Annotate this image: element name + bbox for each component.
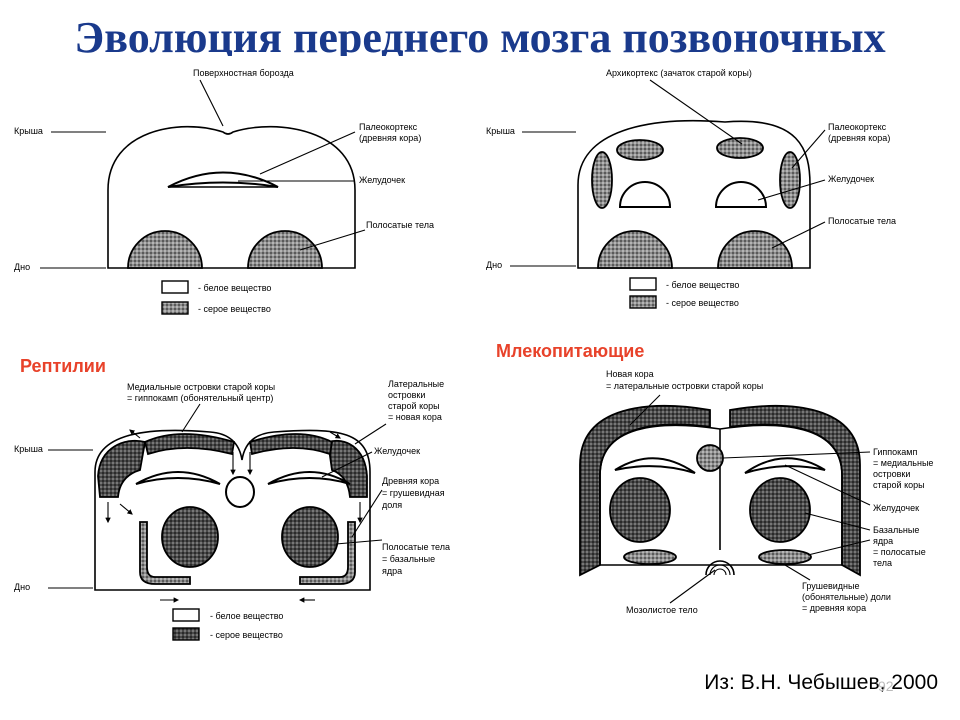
label-corpus-callosum: Мозолистое тело [626,605,698,615]
label-paleocortex: Палеокортекс [828,122,887,132]
label-neocortex-sub: = латеральные островки старой коры [606,381,763,391]
striatum-right [717,230,793,269]
archicortex-left [616,139,664,161]
brain-outline [599,424,843,566]
slide-title: Эволюция переднего мозга позвоночных [74,13,886,62]
label-piriform: Грушевидные [802,581,860,591]
medial-island-left [143,433,236,456]
legend-white-text: - белое вещество [210,611,283,621]
label-archicortex: Архикортекс (зачаток старой коры) [606,68,752,78]
striatum-left [127,230,203,269]
paleocortex-right [779,151,801,209]
label-neocortex: Новая кора [606,369,654,379]
panel-primitive-forebrain: Поверхностная борозда Крыша Дно Палеокор… [14,68,434,315]
label-old-cortex-3: доля [382,500,402,510]
label-lateral-3: старой коры [388,401,440,411]
paleocortex-left [591,151,613,209]
label-hippocampus: Гиппокамп [873,447,917,457]
panel-mammals: Новая кора = латеральные островки старой… [579,369,933,615]
striatum-right [281,506,339,568]
title-mask [0,56,960,68]
legend-white-swatch [172,608,200,622]
striatum-left [597,230,673,269]
label-roof: Крыша [486,126,515,136]
panel-reptiles: Медиальные островки старой коры = гиппок… [14,379,450,641]
label-lateral-2: островки [388,390,425,400]
ventricle-right [744,457,826,474]
label-hippocampus-2: = медиальные [873,458,933,468]
label-hippocampus-4: старой коры [873,480,925,490]
legend-gray-text: - серое вещество [210,630,283,640]
legend-gray-swatch [161,301,189,315]
legend-gray-swatch [629,295,657,309]
legend-gray-swatch [172,627,200,641]
label-hippocampus-3: островки [873,469,910,479]
ventricle-shape [167,171,279,188]
old-cortex-left [139,521,191,585]
legend-gray-text: - серое вещество [198,304,271,314]
basal-left [609,477,671,543]
source-citation: Из: В.Н. Чебышев, 2000 [704,671,938,694]
ventricle-left [135,471,221,485]
label-medial: Медиальные островки старой коры [127,382,275,392]
label-lateral-4: = новая кора [388,412,442,422]
label-striatum: Полосатые тела [382,542,450,552]
lateral-island-left [97,439,147,498]
mammals-label: Млекопитающие [496,341,645,361]
legend-white-text: - белое вещество [666,280,739,290]
label-basal-2: ядра [873,536,893,546]
medial-island-right [248,433,333,456]
label-roof: Крыша [14,126,43,136]
label-surface-sulcus: Поверхностная борозда [193,68,294,78]
label-striatum-3: ядра [382,566,402,576]
ventricle-left [618,181,672,208]
archicortex-right [716,137,764,159]
label-ventricle: Желудочек [873,503,919,513]
old-cortex-right [299,521,356,585]
ventricle-right [714,181,768,208]
page-number: 92 [878,678,894,694]
label-piriform-2: (обонятельные) доли [802,592,891,602]
label-striatum-2: = базальные [382,554,435,564]
legend-white-swatch [161,280,189,294]
label-medial-sub: = гиппокамп (обонятельный центр) [127,393,273,403]
label-basal-3: = полосатые [873,547,926,557]
label-old-cortex-2: = грушевидная [382,488,445,498]
label-basal-4: тела [873,558,892,568]
legend-gray-text: - серое вещество [666,298,739,308]
panel-archicortex-forebrain: Архикортекс (зачаток старой коры) Крыша … [486,68,896,309]
label-paleocortex: Палеокортекс [359,122,418,132]
ventricle-left [614,457,696,474]
label-floor: Дно [486,260,502,270]
label-paleocortex-sub: (древняя кора) [359,133,421,143]
label-ventricle: Желудочек [359,175,405,185]
label-basal: Базальные [873,525,919,535]
brain-outline [577,119,811,269]
legend-white-text: - белое вещество [198,283,271,293]
label-lateral: Латеральные [388,379,444,389]
label-floor: Дно [14,262,30,272]
reptiles-label: Рептилии [20,356,106,376]
legend-white-swatch [629,277,657,291]
piriform-right [758,549,812,565]
brain-outline [107,125,356,269]
ventricle-right [267,471,351,485]
label-piriform-3: = древняя кора [802,603,866,613]
lateral-island-right [326,439,368,498]
label-roof: Крыша [14,444,43,454]
striatum-right [247,230,323,269]
center-circle [225,476,255,508]
label-paleocortex-sub: (древняя кора) [828,133,890,143]
label-ventricle: Желудочек [828,174,874,184]
label-striatum: Полосатые тела [828,216,896,226]
label-striatum: Полосатые тела [366,220,434,230]
label-ventricle: Желудочек [374,446,420,456]
piriform-left [623,549,677,565]
striatum-left [161,506,219,568]
label-old-cortex: Древняя кора [382,476,439,486]
hippocampus [696,444,724,472]
basal-right [749,477,811,543]
label-floor: Дно [14,582,30,592]
